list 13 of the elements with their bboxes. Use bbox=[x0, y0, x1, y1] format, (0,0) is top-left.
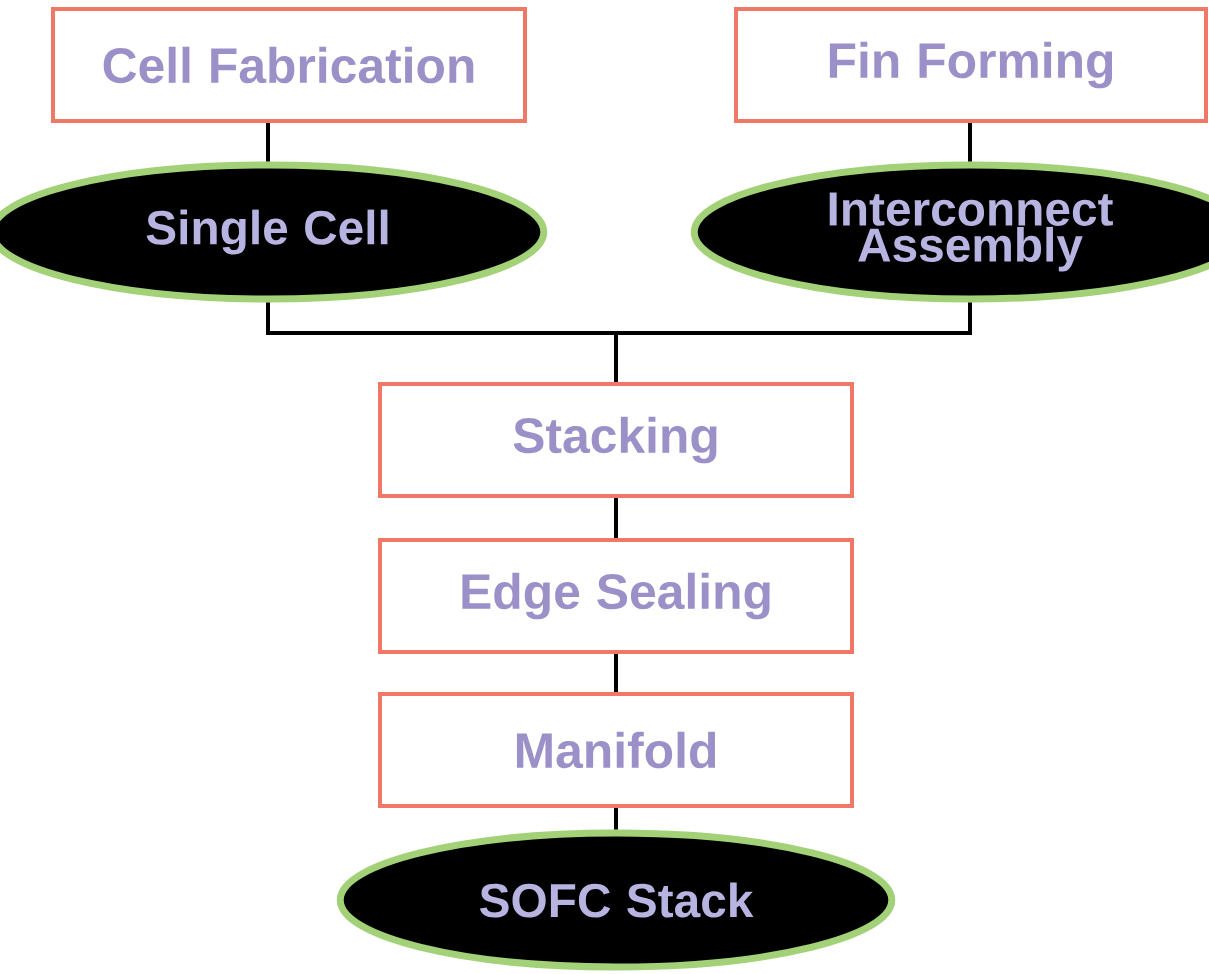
connector-line bbox=[614, 654, 618, 692]
connector-line bbox=[266, 123, 270, 162]
process-box: Fin Forming bbox=[734, 7, 1208, 123]
connector-line bbox=[614, 498, 618, 538]
connector-line bbox=[614, 302, 972, 382]
product-oval: Interconnect Assembly bbox=[690, 161, 1209, 303]
process-box: Edge Sealing bbox=[378, 538, 854, 654]
process-box: Cell Fabrication bbox=[51, 7, 527, 123]
process-box: Stacking bbox=[378, 382, 854, 498]
connector-line bbox=[968, 123, 972, 162]
product-oval: SOFC Stack bbox=[336, 829, 896, 971]
connector-line bbox=[614, 808, 618, 830]
process-box: Manifold bbox=[378, 692, 854, 808]
